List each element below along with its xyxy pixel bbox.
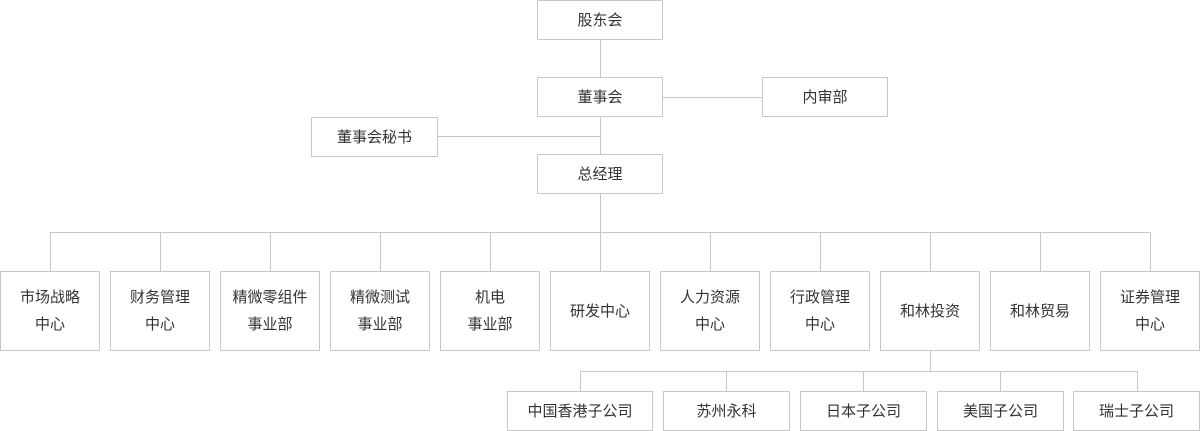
- node-general-manager: 总经理: [537, 154, 663, 194]
- node-department: 人力资源 中心: [660, 271, 760, 351]
- node-label: 日本子公司: [825, 401, 901, 420]
- node-internal-audit: 内审部: [762, 77, 888, 117]
- node-label: 行政管理 中心: [789, 288, 850, 333]
- node-department: 证券管理 中心: [1100, 271, 1200, 351]
- node-subsidiary: 美国子公司: [937, 391, 1064, 431]
- node-label: 苏州永科: [696, 401, 757, 420]
- node-department: 和林投资: [880, 271, 980, 351]
- node-label: 财务管理 中心: [129, 288, 190, 333]
- node-label: 和林贸易: [1009, 301, 1070, 320]
- node-label: 总经理: [577, 164, 623, 183]
- node-department: 精微测试 事业部: [330, 271, 430, 351]
- node-subsidiary: 日本子公司: [800, 391, 927, 431]
- node-label: 中国香港子公司: [527, 401, 633, 420]
- node-label: 精微测试 事业部: [349, 288, 410, 333]
- node-label: 研发中心: [569, 301, 630, 320]
- node-label: 瑞士子公司: [1098, 401, 1174, 420]
- node-label: 董事会: [577, 87, 623, 106]
- node-label: 和林投资: [899, 301, 960, 320]
- node-label: 市场战略 中心: [19, 288, 80, 333]
- node-label: 机电 事业部: [467, 288, 513, 333]
- node-department: 财务管理 中心: [110, 271, 210, 351]
- node-label: 董事会秘书: [336, 127, 412, 146]
- node-department: 市场战略 中心: [0, 271, 100, 351]
- node-label: 美国子公司: [962, 401, 1038, 420]
- node-label: 人力资源 中心: [679, 288, 740, 333]
- node-subsidiary: 瑞士子公司: [1073, 391, 1200, 431]
- node-label: 股东会: [577, 10, 623, 29]
- node-department: 行政管理 中心: [770, 271, 870, 351]
- node-department: 和林贸易: [990, 271, 1090, 351]
- node-department: 研发中心: [550, 271, 650, 351]
- node-label: 精微零组件 事业部: [232, 288, 308, 333]
- node-label: 内审部: [802, 87, 848, 106]
- node-subsidiary: 苏州永科: [663, 391, 790, 431]
- node-board: 董事会: [537, 77, 663, 117]
- node-subsidiary: 中国香港子公司: [507, 391, 653, 431]
- node-department: 精微零组件 事业部: [220, 271, 320, 351]
- node-board-secretary: 董事会秘书: [311, 117, 438, 157]
- node-shareholders: 股东会: [537, 0, 663, 40]
- node-label: 证券管理 中心: [1119, 288, 1180, 333]
- node-department: 机电 事业部: [440, 271, 540, 351]
